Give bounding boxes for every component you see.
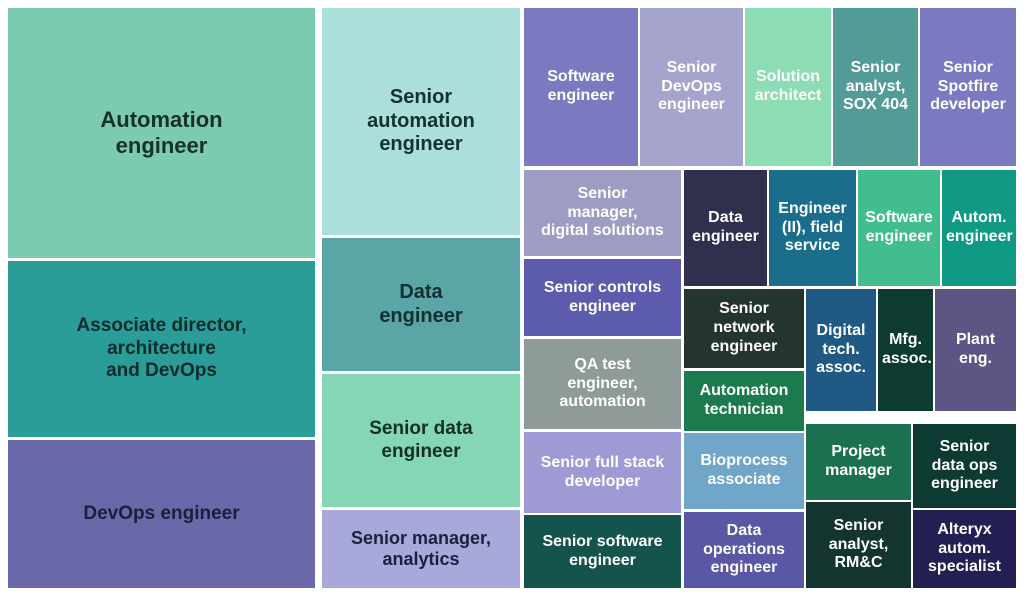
treemap-tile[interactable]: Senior software engineer bbox=[524, 515, 681, 588]
treemap-tile[interactable]: Senior manager, analytics bbox=[322, 510, 520, 588]
treemap-tile[interactable]: Data operations engineer bbox=[684, 512, 804, 588]
treemap-tile-label: Software engineer bbox=[865, 209, 933, 245]
treemap-tile-label: Alteryx autom. specialist bbox=[928, 520, 1001, 576]
treemap-tile[interactable]: Automation engineer bbox=[8, 8, 315, 258]
treemap-tile-label: Digital tech. assoc. bbox=[816, 321, 866, 377]
treemap-tile-label: DevOps engineer bbox=[83, 502, 240, 524]
treemap-tile-label: Senior automation engineer bbox=[367, 86, 475, 156]
treemap-tile-label: Senior full stack developer bbox=[540, 453, 665, 490]
treemap-tile-label: Senior network engineer bbox=[710, 300, 778, 355]
treemap-tile[interactable]: Senior network engineer bbox=[684, 289, 804, 368]
treemap-tile[interactable]: DevOps engineer bbox=[8, 440, 315, 588]
treemap-tile[interactable]: Automation technician bbox=[684, 371, 804, 431]
treemap-tile-label: Senior manager, digital solutions bbox=[541, 184, 664, 240]
treemap-tile[interactable]: Mfg. assoc. bbox=[878, 289, 933, 411]
treemap-tile[interactable]: Engineer (II), field service bbox=[769, 170, 856, 286]
treemap-tile-label: Data engineer bbox=[379, 280, 463, 327]
treemap-tile-label: Senior analyst, RM&C bbox=[828, 516, 889, 572]
treemap-tile[interactable]: Senior full stack developer bbox=[524, 432, 681, 513]
treemap-tile[interactable]: Project manager bbox=[806, 424, 911, 500]
treemap-tile[interactable]: Data engineer bbox=[322, 238, 520, 371]
treemap-tile[interactable]: Senior data ops engineer bbox=[913, 424, 1016, 508]
treemap-tile-label: Automation engineer bbox=[100, 107, 223, 158]
treemap-tile-label: Engineer (II), field service bbox=[778, 199, 847, 255]
treemap-tile-label: Mfg. assoc. bbox=[882, 331, 932, 367]
treemap-tile-label: QA test engineer, automation bbox=[559, 355, 646, 411]
treemap-tile[interactable]: QA test engineer, automation bbox=[524, 339, 681, 429]
treemap-tile-label: Senior manager, analytics bbox=[350, 527, 492, 569]
treemap-tile[interactable]: Senior controls engineer bbox=[524, 259, 681, 336]
treemap-tile-label: Senior data engineer bbox=[369, 418, 473, 462]
treemap-tile[interactable]: Bioprocess associate bbox=[684, 433, 804, 509]
treemap-tile[interactable]: Senior automation engineer bbox=[322, 8, 520, 235]
treemap-tile-label: Bioprocess associate bbox=[700, 452, 788, 488]
treemap-tile[interactable]: Senior data engineer bbox=[322, 374, 520, 507]
treemap-tile[interactable]: Plant eng. bbox=[935, 289, 1016, 411]
treemap-tile[interactable]: Associate director, architecture and Dev… bbox=[8, 261, 315, 437]
treemap-tile[interactable]: Software engineer bbox=[858, 170, 940, 286]
treemap-tile[interactable]: Alteryx autom. specialist bbox=[913, 510, 1016, 588]
treemap-tile-label: Senior Spotfire developer bbox=[930, 58, 1006, 114]
treemap-tile[interactable]: Senior analyst, SOX 404 bbox=[833, 8, 918, 166]
treemap-tile[interactable]: Autom. engineer bbox=[942, 170, 1016, 286]
treemap-tile-label: Data operations engineer bbox=[703, 521, 785, 577]
treemap-tile[interactable]: Digital tech. assoc. bbox=[806, 289, 876, 411]
treemap-tile-label: Solution architect bbox=[754, 68, 822, 104]
treemap-tile[interactable]: Data engineer bbox=[684, 170, 767, 286]
treemap-tile[interactable]: Solution architect bbox=[745, 8, 831, 166]
treemap-tile-label: Data engineer bbox=[692, 209, 759, 245]
treemap-tile[interactable]: Senior DevOps engineer bbox=[640, 8, 743, 166]
treemap-tile[interactable]: Senior analyst, RM&C bbox=[806, 502, 911, 588]
treemap-tile-label: Automation technician bbox=[699, 382, 789, 418]
treemap-tile-label: Senior DevOps engineer bbox=[658, 58, 725, 114]
treemap-tile-label: Senior controls engineer bbox=[543, 278, 662, 315]
treemap-tile-label: Software engineer bbox=[547, 68, 615, 104]
treemap-tile-label: Senior analyst, SOX 404 bbox=[843, 58, 908, 114]
treemap-tile[interactable]: Senior manager, digital solutions bbox=[524, 170, 681, 256]
treemap-tile-label: Associate director, architecture and Dev… bbox=[76, 315, 247, 382]
treemap-tile-label: Project manager bbox=[825, 443, 892, 479]
treemap-tile-label: Senior software engineer bbox=[542, 532, 663, 569]
treemap-tile-label: Plant eng. bbox=[955, 331, 996, 367]
treemap-tile-label: Senior data ops engineer bbox=[931, 437, 998, 493]
treemap-tile[interactable]: Software engineer bbox=[524, 8, 638, 166]
treemap-tile[interactable]: Senior Spotfire developer bbox=[920, 8, 1016, 166]
treemap-tile-label: Autom. engineer bbox=[946, 209, 1013, 245]
